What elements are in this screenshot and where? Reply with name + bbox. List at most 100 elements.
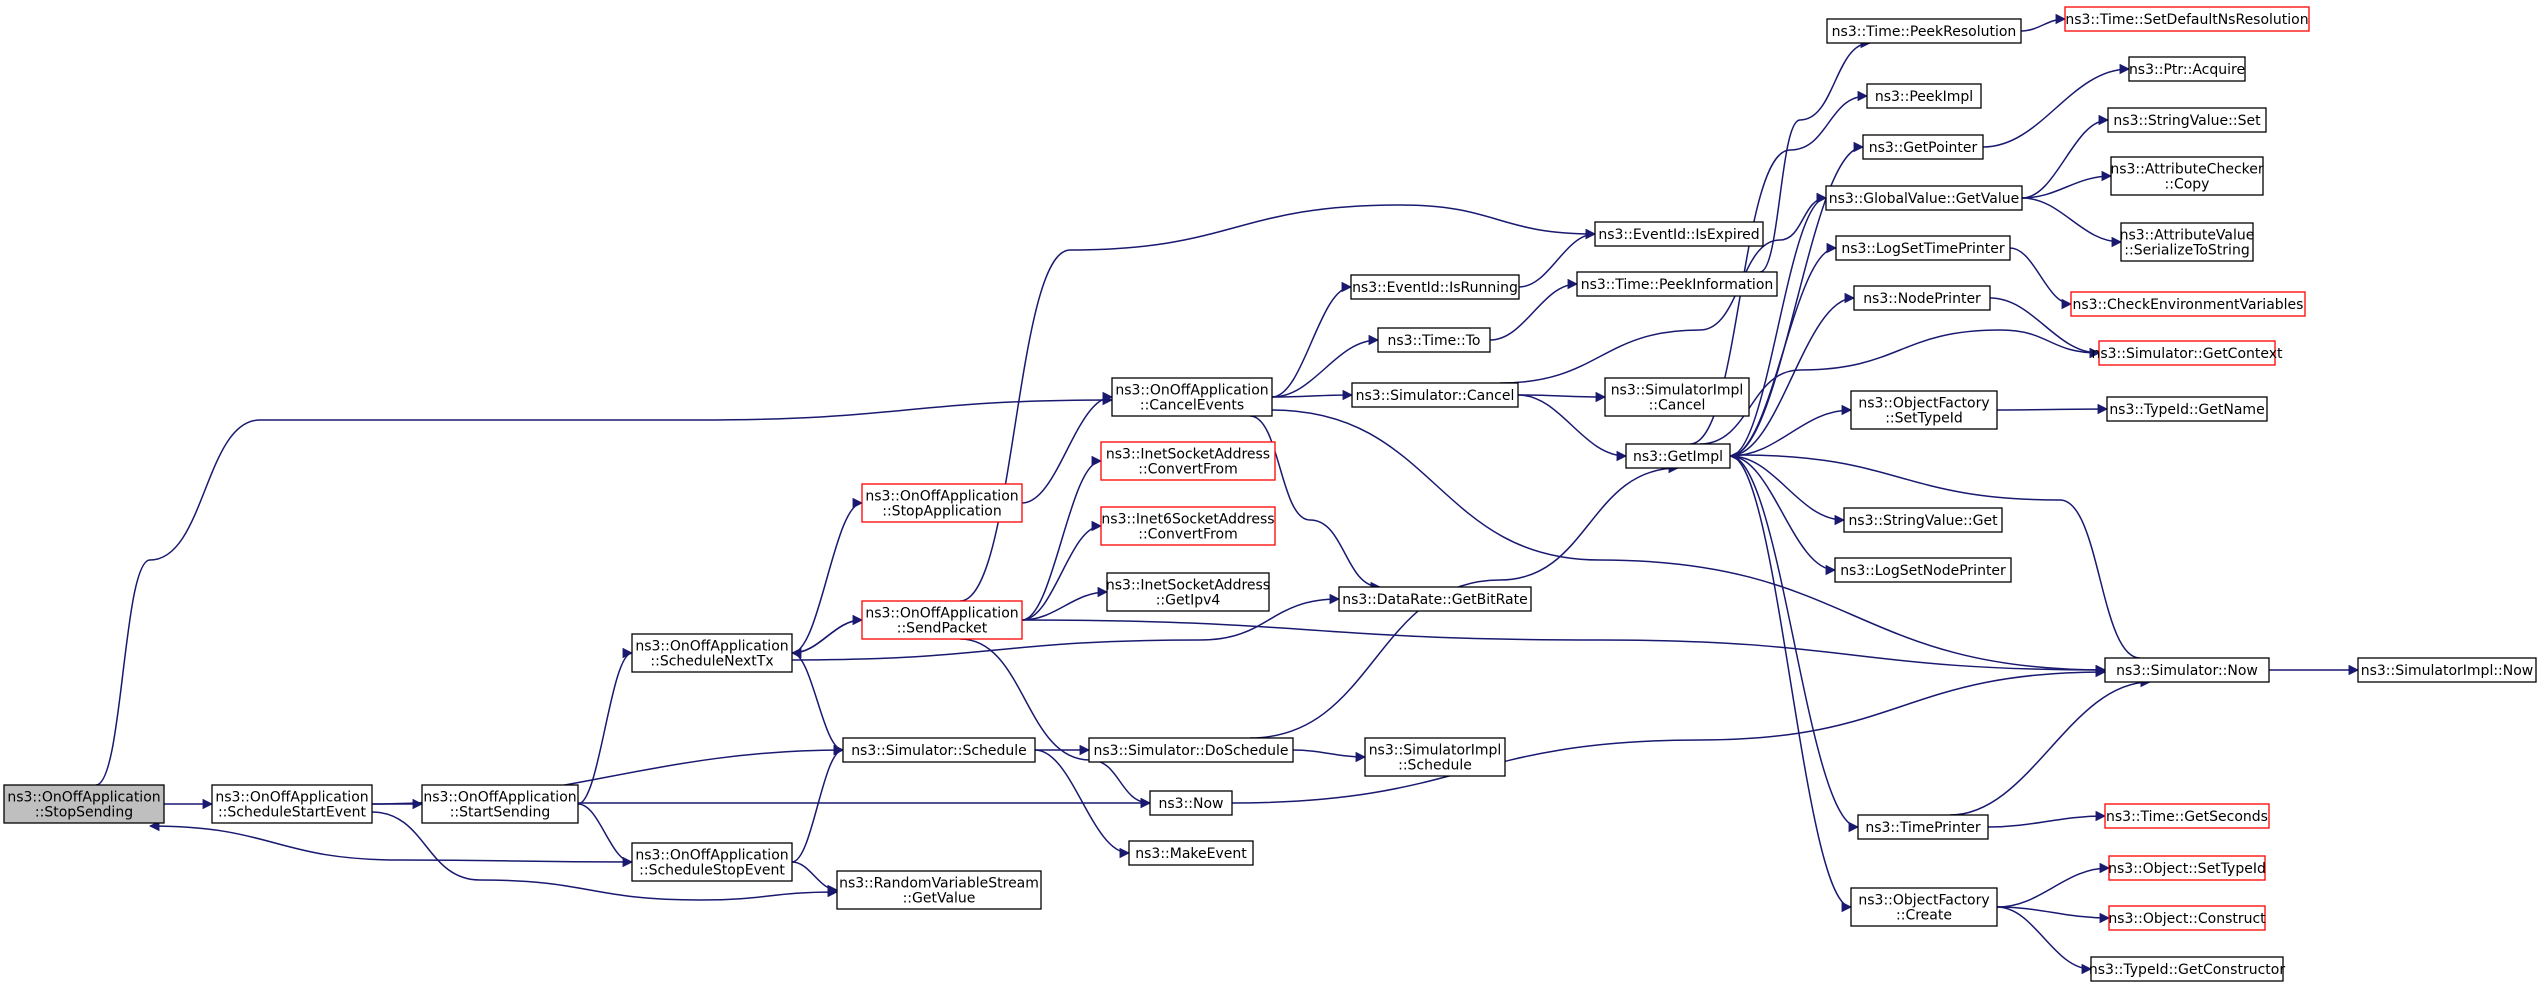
node-box bbox=[1128, 840, 1254, 866]
edge-timePrinter-to-timeGetSeconds bbox=[1987, 810, 2107, 828]
node-label: ns3::OnOffApplication bbox=[215, 790, 368, 806]
node-box bbox=[1604, 377, 1750, 417]
node-simImplCancel[interactable]: ns3::SimulatorImpl::Cancel bbox=[1604, 377, 1750, 417]
node-box bbox=[1834, 557, 2012, 583]
node-timeSetDefaultNsRes[interactable]: ns3::Time::SetDefaultNsResolution bbox=[2064, 6, 2310, 32]
node-inetConvert[interactable]: ns3::InetSocketAddress::ConvertFrom bbox=[1100, 441, 1276, 481]
node-logSetTimePrinter[interactable]: ns3::LogSetTimePrinter bbox=[1835, 235, 2011, 261]
node-simCancel[interactable]: ns3::Simulator::Cancel bbox=[1351, 382, 1519, 408]
node-timePrinter[interactable]: ns3::TimePrinter bbox=[1857, 814, 1989, 840]
node-ptrAcquire[interactable]: ns3::Ptr::Acquire bbox=[2128, 56, 2246, 82]
node-now[interactable]: ns3::Now bbox=[1149, 790, 1233, 816]
node-ofSetTypeId[interactable]: ns3::ObjectFactory::SetTypeId bbox=[1850, 390, 1998, 430]
node-label: ns3::MakeEvent bbox=[1135, 846, 1247, 862]
edge-gvGetValue-to-stringValueSet bbox=[2021, 114, 2110, 199]
edge-sendPacket-to-scheduleNextTx bbox=[790, 619, 863, 659]
node-label: ns3::StringValue::Get bbox=[1848, 513, 1998, 529]
edge-simCancel-to-simImplCancel bbox=[1517, 391, 1607, 403]
node-peekImpl[interactable]: ns3::PeekImpl bbox=[1866, 83, 1982, 109]
node-makeEvent[interactable]: ns3::MakeEvent bbox=[1128, 840, 1254, 866]
node-label: ns3::LogSetNodePrinter bbox=[1840, 563, 2006, 579]
node-timeTo[interactable]: ns3::Time::To bbox=[1377, 327, 1491, 353]
edge-cancelEvents-to-simCancel bbox=[1271, 389, 1354, 401]
node-timeGetSeconds[interactable]: ns3::Time::GetSeconds bbox=[2104, 803, 2270, 829]
node-timePeekRes[interactable]: ns3::Time::PeekResolution bbox=[1826, 18, 2022, 44]
node-label: ns3::ObjectFactory bbox=[1858, 893, 1989, 909]
edge-scheduleNextTx-to-simSchedule bbox=[791, 652, 845, 756]
edge-scheduleStopEvent-to-stopSending bbox=[148, 820, 633, 863]
node-checkEnvVars[interactable]: ns3::CheckEnvironmentVariables bbox=[2070, 291, 2306, 317]
node-label: ns3::StringValue::Set bbox=[2113, 113, 2261, 129]
node-attrCheckerCopy[interactable]: ns3::AttributeChecker::Copy bbox=[2110, 156, 2264, 196]
node-box bbox=[1862, 134, 1984, 160]
node-dataRateGetBitRate[interactable]: ns3::DataRate::GetBitRate bbox=[1338, 586, 1532, 612]
edge-ofCreate-to-objectConstruct bbox=[1996, 906, 2111, 924]
node-label: ::SetTypeId bbox=[1885, 411, 1963, 427]
node-label: ns3::Time::PeekInformation bbox=[1581, 277, 1774, 293]
node-startSending[interactable]: ns3::OnOffApplication::StartSending bbox=[421, 784, 579, 824]
node-simImplSchedule[interactable]: ns3::SimulatorImpl::Schedule bbox=[1364, 737, 1506, 777]
edge-simSchedule-to-makeEvent bbox=[1034, 749, 1131, 859]
node-logSetNodePrinter[interactable]: ns3::LogSetNodePrinter bbox=[1834, 557, 2012, 583]
edge-logSetTimePrinter-to-checkEnvVars bbox=[2009, 247, 2073, 310]
edge-scheduleNextTx-to-dataRateGetBitRate bbox=[791, 593, 1341, 661]
node-box bbox=[861, 600, 1023, 640]
node-nodePrinter[interactable]: ns3::NodePrinter bbox=[1853, 285, 1991, 311]
node-objectConstruct[interactable]: ns3::Object::Construct bbox=[2108, 905, 2266, 931]
node-scheduleNextTx[interactable]: ns3::OnOffApplication::ScheduleNextTx bbox=[631, 633, 793, 673]
node-simDoSchedule[interactable]: ns3::Simulator::DoSchedule bbox=[1088, 737, 1294, 763]
node-label: ::SendPacket bbox=[897, 621, 988, 637]
edges-layer bbox=[95, 13, 2360, 975]
node-simNow[interactable]: ns3::Simulator::Now bbox=[2104, 657, 2270, 683]
node-box bbox=[1835, 235, 2011, 261]
edge-getImpl-to-timePrinter bbox=[1729, 455, 1860, 833]
node-box bbox=[842, 737, 1036, 763]
edge-scheduleStartEvent-to-rvsGetValue bbox=[371, 811, 839, 901]
node-box bbox=[631, 633, 793, 673]
node-typeIdGetName[interactable]: ns3::TypeId::GetName bbox=[2106, 396, 2268, 422]
node-getPointer[interactable]: ns3::GetPointer bbox=[1862, 134, 1984, 160]
node-inetGetIpv4[interactable]: ns3::InetSocketAddress::GetIpv4 bbox=[1106, 572, 1270, 612]
node-label: ns3::Time::To bbox=[1388, 333, 1481, 349]
node-attrValueSerialize[interactable]: ns3::AttributeValue::SerializeToString bbox=[2120, 222, 2255, 262]
edge-ofSetTypeId-to-typeIdGetName bbox=[1996, 403, 2109, 415]
node-simImplNow[interactable]: ns3::SimulatorImpl::Now bbox=[2357, 657, 2537, 683]
node-box bbox=[1866, 83, 1982, 109]
edge-startSending-to-scheduleNextTx bbox=[577, 647, 634, 805]
node-objectSetTypeId[interactable]: ns3::Object::SetTypeId bbox=[2108, 855, 2266, 881]
node-gvGetValue[interactable]: ns3::GlobalValue::GetValue bbox=[1825, 185, 2023, 211]
node-label: ::StopApplication bbox=[882, 504, 1002, 520]
edge-scheduleNextTx-to-stopApplication bbox=[791, 497, 864, 654]
nodes-layer: ns3::OnOffApplication::StopSendingns3::O… bbox=[3, 6, 2537, 982]
node-timePeekInfo[interactable]: ns3::Time::PeekInformation bbox=[1576, 271, 1778, 297]
node-stringValueSet[interactable]: ns3::StringValue::Set bbox=[2107, 107, 2267, 133]
node-scheduleStartEvent[interactable]: ns3::OnOffApplication::ScheduleStartEven… bbox=[211, 784, 373, 824]
node-inet6Convert[interactable]: ns3::Inet6SocketAddress::ConvertFrom bbox=[1100, 506, 1276, 546]
node-sendPacket[interactable]: ns3::OnOffApplication::SendPacket bbox=[861, 600, 1023, 640]
node-rvsGetValue[interactable]: ns3::RandomVariableStream::GetValue bbox=[836, 870, 1042, 910]
node-label: ns3::RandomVariableStream bbox=[839, 876, 1039, 892]
node-box bbox=[2108, 905, 2266, 931]
node-stringValueGet[interactable]: ns3::StringValue::Get bbox=[1843, 507, 2003, 533]
edge-eventIsRunning-to-eventIsExpired bbox=[1518, 228, 1597, 288]
node-scheduleStopEvent[interactable]: ns3::OnOffApplication::ScheduleStopEvent bbox=[631, 842, 793, 882]
node-stopApplication[interactable]: ns3::OnOffApplication::StopApplication bbox=[861, 483, 1023, 523]
node-typeIdGetConstructor[interactable]: ns3::TypeId::GetConstructor bbox=[2089, 956, 2285, 982]
node-label: ns3::Object::SetTypeId bbox=[2108, 861, 2266, 877]
edge-sendPacket-to-inetGetIpv4 bbox=[1021, 586, 1109, 621]
node-label: ::GetValue bbox=[903, 891, 976, 907]
node-cancelEvents[interactable]: ns3::OnOffApplication::CancelEvents bbox=[1111, 377, 1273, 417]
edge-timePrinter-to-simNow bbox=[1949, 676, 2152, 816]
node-stopSending[interactable]: ns3::OnOffApplication::StopSending bbox=[3, 784, 165, 824]
node-box bbox=[1100, 506, 1276, 546]
node-simGetContext[interactable]: ns3::Simulator::GetContext bbox=[2091, 340, 2283, 366]
node-simSchedule[interactable]: ns3::Simulator::Schedule bbox=[842, 737, 1036, 763]
node-getImpl[interactable]: ns3::GetImpl bbox=[1625, 443, 1731, 469]
node-eventIsRunning[interactable]: ns3::EventId::IsRunning bbox=[1350, 274, 1520, 300]
node-eventIsExpired[interactable]: ns3::EventId::IsExpired bbox=[1594, 221, 1764, 247]
node-ofCreate[interactable]: ns3::ObjectFactory::Create bbox=[1850, 887, 1998, 927]
edge-simCancel-to-gvGetValue bbox=[1499, 192, 1828, 384]
node-label: ns3::OnOffApplication bbox=[1115, 383, 1268, 399]
edge-cancelEvents-to-simNow bbox=[1271, 409, 2107, 676]
